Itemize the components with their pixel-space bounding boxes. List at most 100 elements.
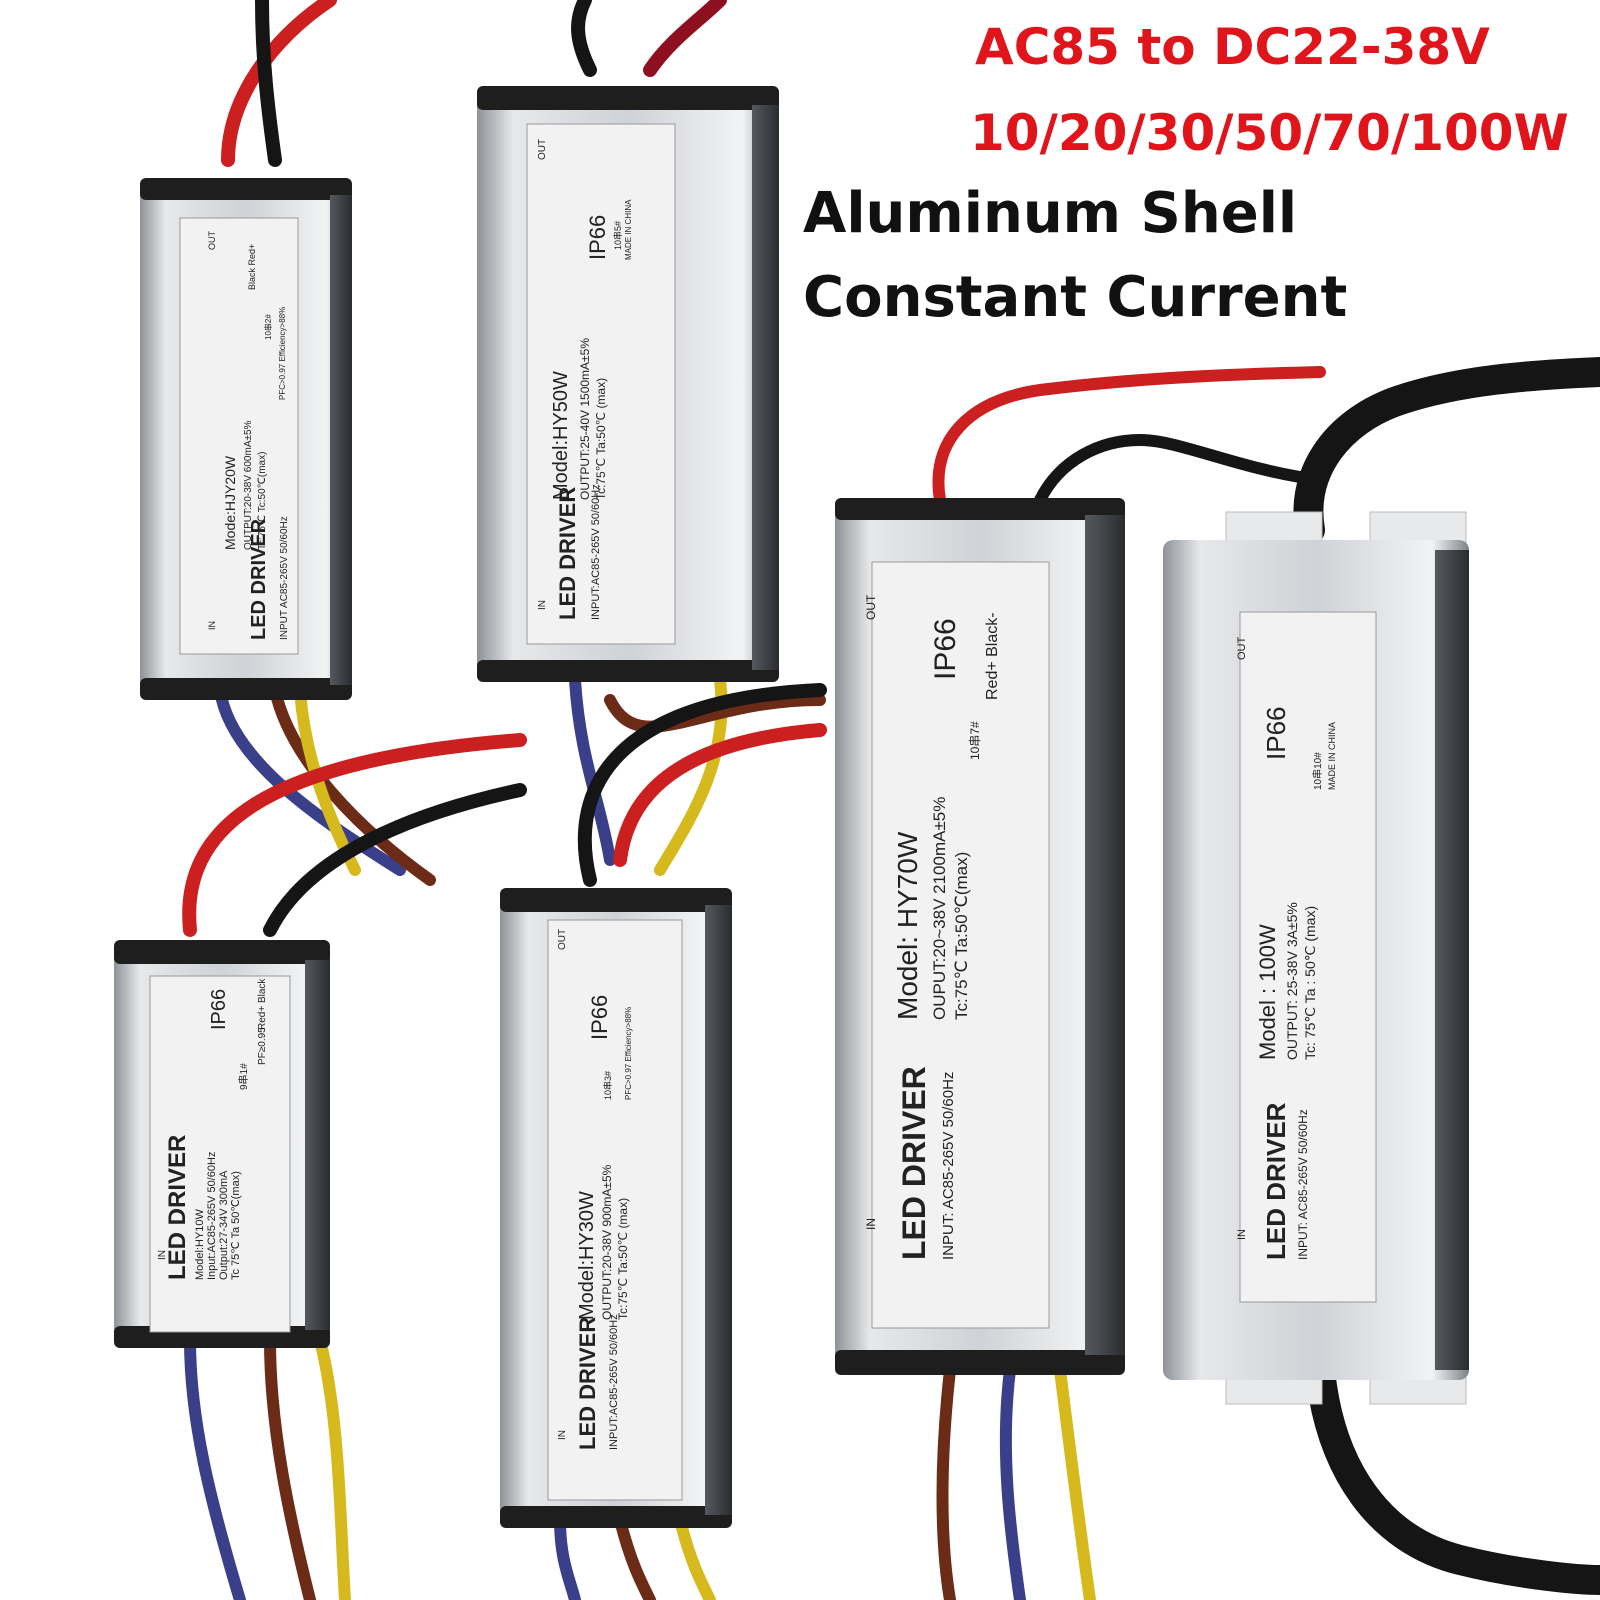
headline-shell: Aluminum Shell xyxy=(803,181,1298,246)
label-series: 10串10# xyxy=(1312,752,1324,790)
label-model: Model:HY30W xyxy=(576,1191,598,1320)
label-series: 9串1# xyxy=(238,1063,250,1090)
label-temps: Tc:75℃ Ta:50℃ (max) xyxy=(594,378,608,500)
label-output: OUTPUT:20-38V 900mA±5% xyxy=(600,1164,614,1320)
label-series: 10串7# xyxy=(968,721,982,760)
wire-yellow xyxy=(1054,1364,1096,1600)
wire-blue xyxy=(569,674,616,866)
label-output: OUTPUT:25-40V 1500mA±5% xyxy=(578,338,592,500)
label-port-in: IN xyxy=(157,1250,168,1260)
label-title: LED DRIVER xyxy=(248,518,270,640)
label-input: INPUT:AC85-265V 50/60Hz xyxy=(608,1314,620,1450)
label-extra: PFC>0.97 Efficiency>88% xyxy=(278,307,287,400)
label-model: Model : 100W xyxy=(1255,924,1280,1060)
label-title: LED DRIVER xyxy=(896,1066,932,1260)
wire-brown xyxy=(264,1334,316,1600)
label-ip: IP66 xyxy=(585,215,610,260)
label-port-in: IN xyxy=(537,600,548,610)
label-temps: Tc 75℃ Ta 50℃(max) xyxy=(230,1171,242,1280)
label-input: INPUT:AC85-265V 50/60Hz xyxy=(590,484,602,620)
label-port-out: OUT xyxy=(207,231,217,251)
label-output: OUPUT:20~38V 2100mA±5% xyxy=(930,797,949,1020)
wire-yellow xyxy=(674,1514,716,1600)
label-hy30w: LED DRIVER INPUT:AC85-265V 50/60Hz Model… xyxy=(557,929,633,1450)
wire-black xyxy=(1034,433,1326,506)
label-hy70w: LED DRIVER INPUT: AC85-265V 50/60Hz Mode… xyxy=(864,594,1001,1260)
label-extra: PF≥0.95 xyxy=(257,1027,268,1065)
driver-hy70w xyxy=(835,498,1125,1375)
label-port-in: IN xyxy=(864,1218,878,1230)
label-input: Input:AC85-265V 50/60Hz xyxy=(206,1152,218,1280)
label-ip: IP66 xyxy=(1261,707,1291,761)
label-title: LED DRIVER xyxy=(575,1317,600,1450)
label-hjy20w: LED DRIVER INPUT AC85-265V 50/60Hz Mode:… xyxy=(207,231,290,641)
wire-brown xyxy=(269,684,436,886)
label-series: 10串2# xyxy=(264,314,273,340)
label-wires: Black Red+ xyxy=(247,244,257,290)
driver-hy30w xyxy=(500,888,732,1528)
label-port-out: OUT xyxy=(557,929,568,950)
label-extra: MADE IN CHINA xyxy=(624,199,633,260)
label-port-in: IN xyxy=(1236,1229,1248,1240)
label-input: INPUT AC85-265V 50/60Hz xyxy=(279,516,290,640)
label-title: LED DRIVER xyxy=(555,487,580,620)
label-100w: LED DRIVER INPUT: AC85-265V 50/60Hz Mode… xyxy=(1236,637,1337,1261)
label-output: OUTPUT: 25-38V 3A±5% xyxy=(1284,902,1300,1060)
wire-black xyxy=(1293,357,1600,545)
label-extra: MADE IN CHINA xyxy=(1327,722,1337,790)
wire-red xyxy=(643,0,727,77)
wire-red xyxy=(182,733,527,937)
wire-black xyxy=(255,0,282,167)
wire-black xyxy=(263,783,527,937)
label-output: Output:27-34V 300mA xyxy=(218,1170,230,1280)
wires xyxy=(182,0,1600,1600)
wire-red xyxy=(221,0,337,167)
label-port-in: IN xyxy=(557,1430,568,1440)
label-wires: Red+ Black xyxy=(257,978,268,1030)
wire-blue xyxy=(999,1364,1026,1600)
label-series: 10串3# xyxy=(603,1071,613,1100)
label-wires: Red+ Black- xyxy=(984,612,1001,700)
wire-black xyxy=(1305,1355,1600,1595)
label-title: LED DRIVER xyxy=(1261,1102,1291,1260)
label-ip: IP66 xyxy=(208,989,230,1030)
label-ip: IP66 xyxy=(587,995,612,1040)
wire-red xyxy=(932,366,1326,506)
label-ip: IP66 xyxy=(929,618,962,680)
label-hy50w: LED DRIVER INPUT:AC85-265V 50/60Hz Model… xyxy=(537,139,633,620)
label-model: Model:HY50W xyxy=(550,371,572,500)
driver-hjy20w xyxy=(140,178,352,700)
label-model: Mode:HJY20W xyxy=(222,455,238,550)
label-temps: Tc:75℃ Ta:50℃(max) xyxy=(952,852,971,1020)
wire-black xyxy=(571,0,597,77)
wire-brown xyxy=(936,1364,956,1600)
label-model: Model: HY70W xyxy=(892,831,923,1020)
label-input: INPUT: AC85-265V 50/60Hz xyxy=(940,1072,957,1260)
label-temps: Tc:75℃ Tc:50℃(max) xyxy=(257,452,268,550)
wire-red xyxy=(613,723,827,867)
label-port-in: IN xyxy=(207,621,217,630)
label-extra: PFC>0.97 Efficiency>88% xyxy=(624,1007,633,1100)
label-port-out: OUT xyxy=(1236,637,1248,661)
label-title: LED DRIVER xyxy=(164,1135,191,1280)
label-port-out: OUT xyxy=(537,139,548,160)
wire-black xyxy=(577,683,827,887)
driver-100w xyxy=(1163,511,1469,1405)
label-temps: Tc:75℃ Ta:50℃ (max) xyxy=(616,1198,630,1320)
headline-current: Constant Current xyxy=(803,265,1348,330)
wire-blue xyxy=(184,1334,246,1600)
wire-brown xyxy=(614,1514,656,1600)
label-model: Model:HY10W xyxy=(194,1208,206,1280)
wire-yellow xyxy=(314,1334,351,1600)
label-input: INPUT: AC85-265V 50/60Hz xyxy=(1296,1109,1310,1260)
driver-hy50w xyxy=(477,86,779,682)
label-temps: Tc: 75℃ Ta : 50℃ (max) xyxy=(1302,906,1318,1060)
label-port-out: OUT xyxy=(864,594,878,620)
label-series: 10串5# xyxy=(613,221,623,250)
headline-voltage: AC85 to DC22-38V xyxy=(975,18,1490,76)
wire-blue xyxy=(554,1514,581,1600)
label-output: OUTPUT:20-38V 600mA±5% xyxy=(243,420,254,550)
headline-wattage: 10/20/30/50/70/100W xyxy=(970,104,1569,162)
driver-hy10w xyxy=(114,940,330,1348)
